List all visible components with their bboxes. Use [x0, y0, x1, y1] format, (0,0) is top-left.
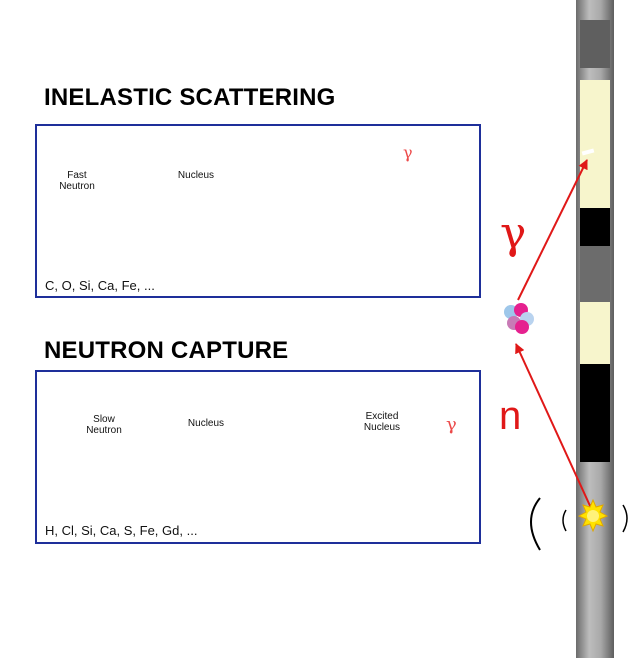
inelastic-scattering-title: INELASTIC SCATTERING	[44, 84, 336, 111]
slow-neutron-label: Slow Neutron	[86, 414, 122, 436]
inelastic-elements-list: C, O, Si, Ca, Fe, ...	[45, 278, 155, 293]
nucleus-label: Nucleus	[187, 418, 225, 429]
borehole-gamma-label: γ	[500, 208, 527, 259]
neutron-capture-panel: H, Cl, Si, Ca, S, Fe, Gd, ...	[35, 370, 481, 544]
source-wave-inner-left	[562, 509, 567, 532]
capture-elements-list: H, Cl, Si, Ca, S, Fe, Gd, ...	[45, 523, 198, 538]
neutron-source-icon	[530, 497, 628, 551]
neutron-ray	[515, 343, 592, 509]
tool-segment-mid	[580, 246, 610, 302]
tool-segment-dark	[580, 20, 610, 68]
borehole-tool	[576, 0, 614, 658]
neutron-capture-title: NEUTRON CAPTURE	[44, 337, 289, 364]
inelastic-scattering-panel: C, O, Si, Ca, Fe, ...	[35, 124, 481, 298]
formation-zone-dark-2	[580, 364, 610, 462]
excited-nucleus-label: Excited Nucleus	[363, 411, 401, 433]
gamma-ray	[517, 159, 588, 301]
formation-zone-light-2	[580, 302, 610, 364]
source-wave-right	[622, 504, 628, 533]
detector-flash	[581, 148, 595, 156]
source-wave-outer-left	[530, 497, 541, 551]
nucleus-icon	[504, 303, 534, 334]
formation-zone-light-1	[580, 80, 610, 208]
gamma-symbol: γ	[403, 143, 413, 162]
gamma-symbol: γ	[446, 414, 457, 435]
borehole-neutron-label: n	[499, 394, 522, 438]
nucleus-label: Nucleus	[177, 170, 215, 181]
fast-neutron-label: Fast Neutron	[59, 170, 95, 192]
formation-zone-dark-1	[580, 208, 610, 246]
